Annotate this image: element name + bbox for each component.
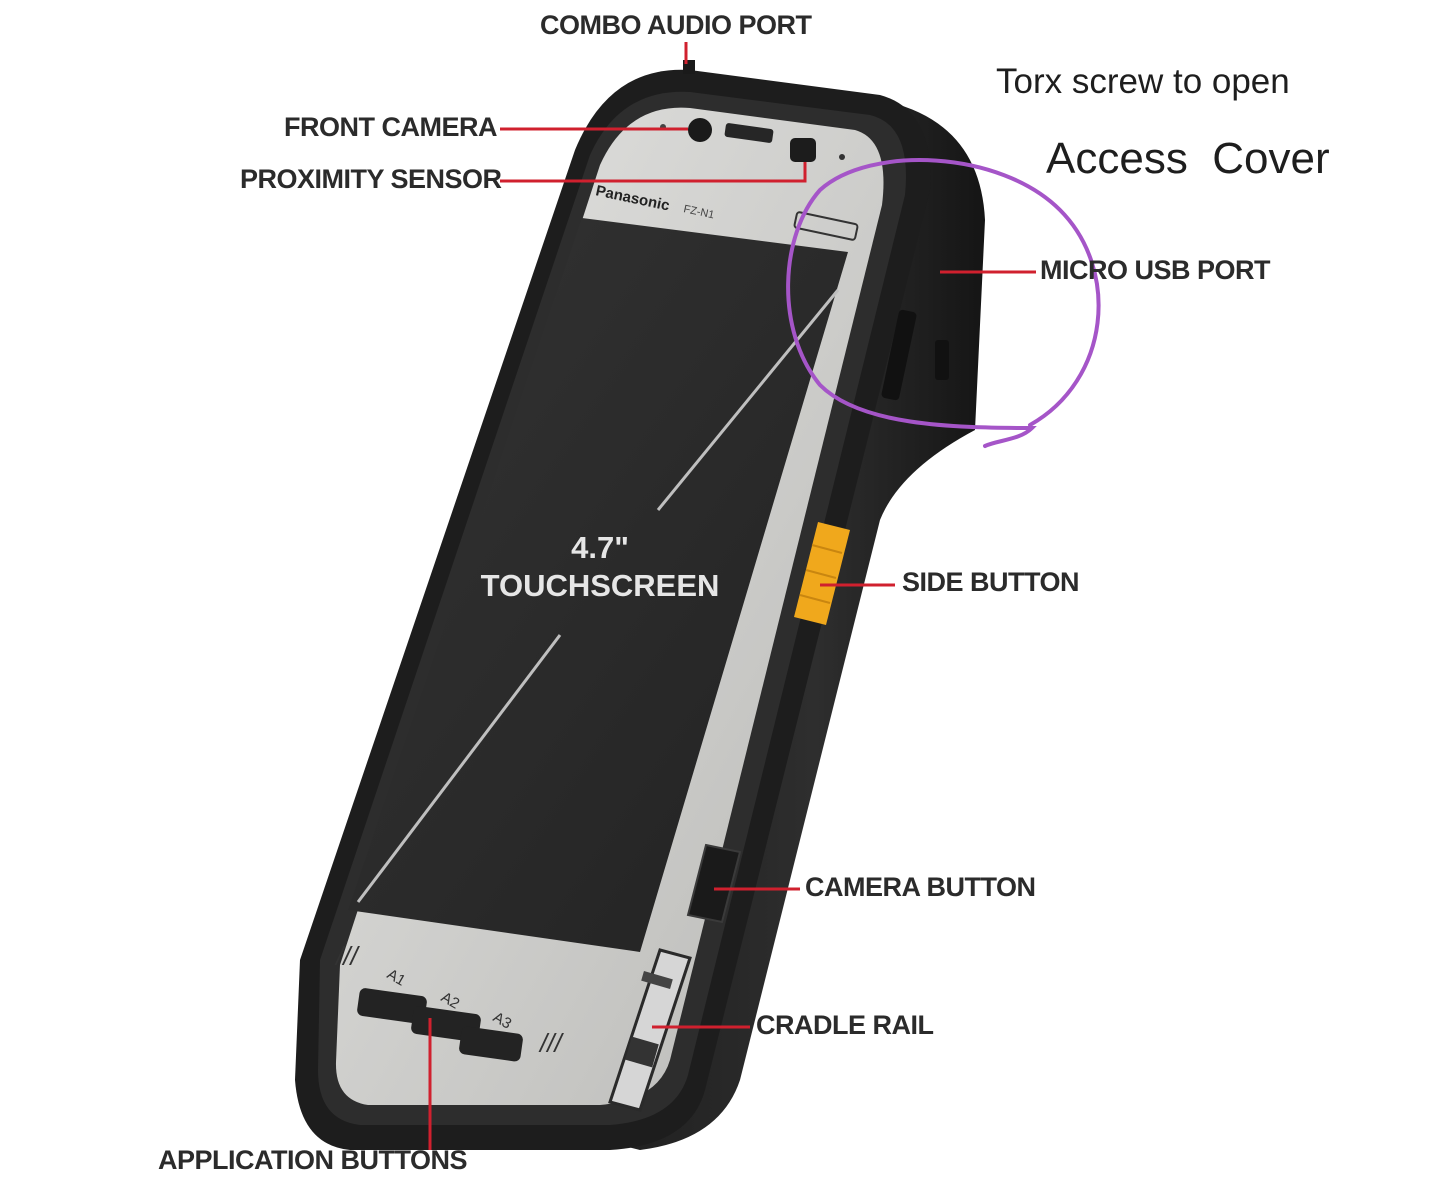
earpiece-grille xyxy=(724,123,774,143)
side-slot xyxy=(935,340,949,380)
certification-badge xyxy=(793,211,859,241)
screen-diagonal-upper xyxy=(656,289,840,511)
label-micro-usb-port: MICRO USB PORT xyxy=(1040,255,1271,285)
speaker-grille-right: /// xyxy=(538,1028,564,1058)
annotation-access-cover: Access Cover xyxy=(1046,134,1330,183)
label-camera-button: CAMERA BUTTON xyxy=(805,872,1036,902)
micro-usb-cover xyxy=(881,309,917,401)
label-combo-audio-port: COMBO AUDIO PORT xyxy=(540,10,812,40)
app-key-label-a2: A2 xyxy=(438,989,462,1013)
access-cover-highlight-circle xyxy=(786,158,1101,448)
device-screen xyxy=(348,218,848,952)
front-camera-lens xyxy=(688,118,712,142)
app-key-label-a1: A1 xyxy=(384,966,408,990)
annotation-torx-screw: Torx screw to open xyxy=(996,62,1290,101)
callout-line-proximity xyxy=(500,162,807,183)
label-front-camera: FRONT CAMERA xyxy=(284,112,497,142)
screen-type-label: TOUCHSCREEN xyxy=(480,568,720,603)
indicator-dot xyxy=(839,154,845,160)
label-proximity-sensor: PROXIMITY SENSOR xyxy=(240,164,502,194)
screen-size-label: 4.7" xyxy=(571,530,629,565)
app-button-a3 xyxy=(459,1026,523,1062)
label-application-buttons: APPLICATION BUTTONS xyxy=(158,1145,468,1175)
app-key-label-a3: A3 xyxy=(490,1009,514,1033)
screen-diagonal-lower xyxy=(356,634,562,903)
proximity-sensor-window xyxy=(790,138,816,162)
speaker-grille-left: /// xyxy=(334,941,360,971)
camera-button-shape xyxy=(686,843,742,924)
app-button-a1 xyxy=(357,988,427,1024)
callout-lines xyxy=(428,42,1036,1150)
label-cradle-rail: CRADLE RAIL xyxy=(756,1010,934,1040)
label-side-button: SIDE BUTTON xyxy=(902,567,1080,597)
cradle-rail-shape xyxy=(608,948,692,1112)
